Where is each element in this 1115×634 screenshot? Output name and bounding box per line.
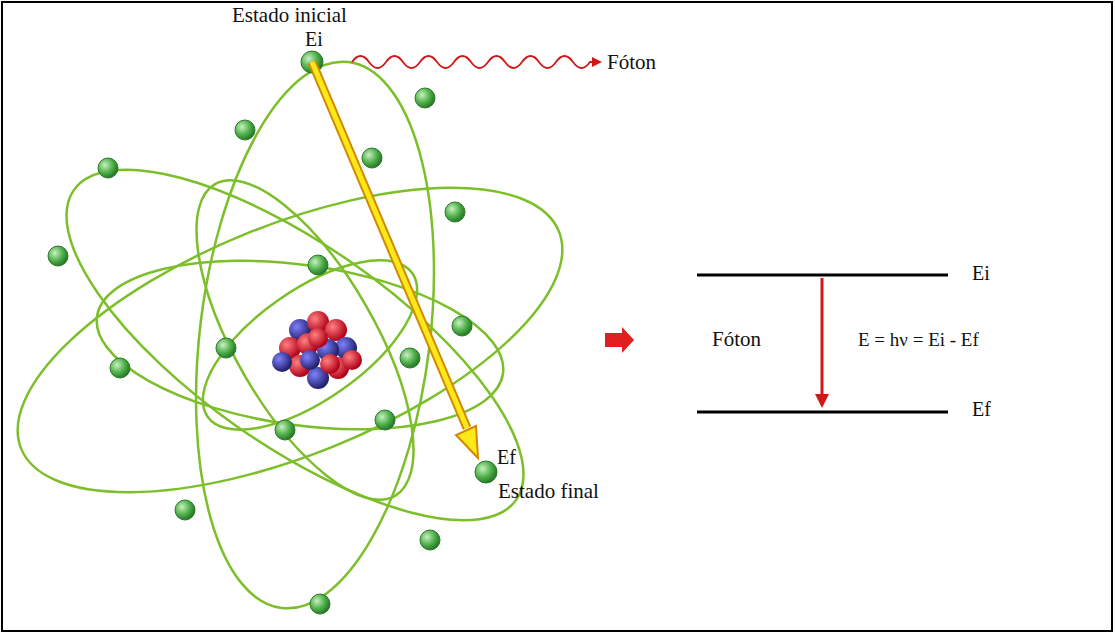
electrons	[48, 51, 497, 614]
photon-wave	[352, 56, 602, 68]
photon-label: Fóton	[712, 328, 761, 351]
nucleus	[272, 311, 362, 389]
transition-arrow	[312, 62, 478, 458]
photon-label: Fóton	[607, 51, 656, 74]
energy-label: Ei	[972, 262, 990, 284]
energy-label: Ei	[305, 28, 323, 50]
state-label: Estado inicial	[232, 4, 347, 27]
arrow-symbol	[605, 327, 634, 353]
state-label: Estado final	[498, 480, 599, 503]
energy-label: Ef	[972, 398, 991, 420]
orbits	[0, 48, 602, 622]
formula: E = hν = Ei - Ef	[858, 330, 979, 351]
energy-label: Ef	[497, 446, 516, 468]
